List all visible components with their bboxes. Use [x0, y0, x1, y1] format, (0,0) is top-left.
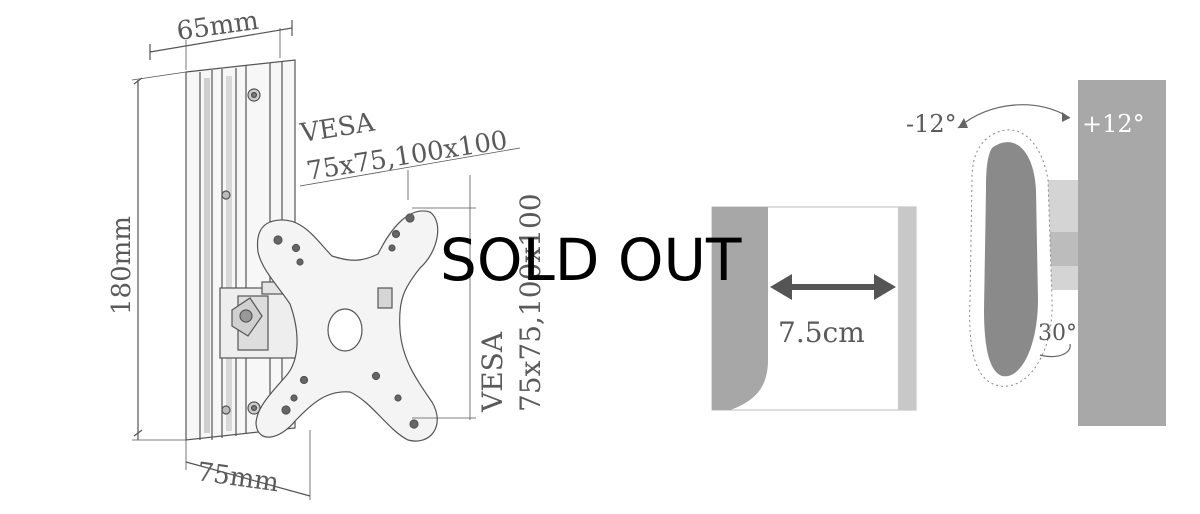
vesa-upper-title: VESA — [297, 107, 377, 149]
swivel-arc — [1039, 343, 1071, 358]
vesa-side-title: VESA — [476, 331, 509, 413]
gap-double-arrow — [770, 274, 896, 300]
sold-out-overlay: SOLD OUT — [440, 226, 742, 294]
wall-block — [1078, 80, 1166, 426]
tilt-up-label: +12° — [1082, 110, 1145, 138]
tilt-down-label: -12° — [906, 110, 957, 138]
swivel-label: 30° — [1038, 321, 1077, 346]
gap-label: 7.5cm — [778, 316, 865, 349]
profile-view-drawing — [711, 206, 917, 411]
vesa-upper-leader — [299, 147, 521, 187]
swivel-arm-joint — [219, 281, 303, 359]
width-top-label: 65mm — [175, 6, 261, 47]
vesa-mount-plate — [255, 210, 439, 442]
display-section — [898, 207, 916, 410]
tilt-view-drawing — [957, 80, 1166, 426]
tilt-arc — [957, 104, 1071, 129]
display-panel — [984, 142, 1038, 377]
vesa-side-sizes: 75x75,100x100 — [514, 193, 547, 412]
width-bottom-label: 75mm — [195, 457, 281, 498]
dimension-line-top — [149, 27, 293, 53]
wall-section — [712, 207, 768, 410]
front-view-drawing — [131, 20, 521, 500]
height-label: 180mm — [107, 216, 137, 315]
dimension-line-bottom — [185, 461, 311, 497]
